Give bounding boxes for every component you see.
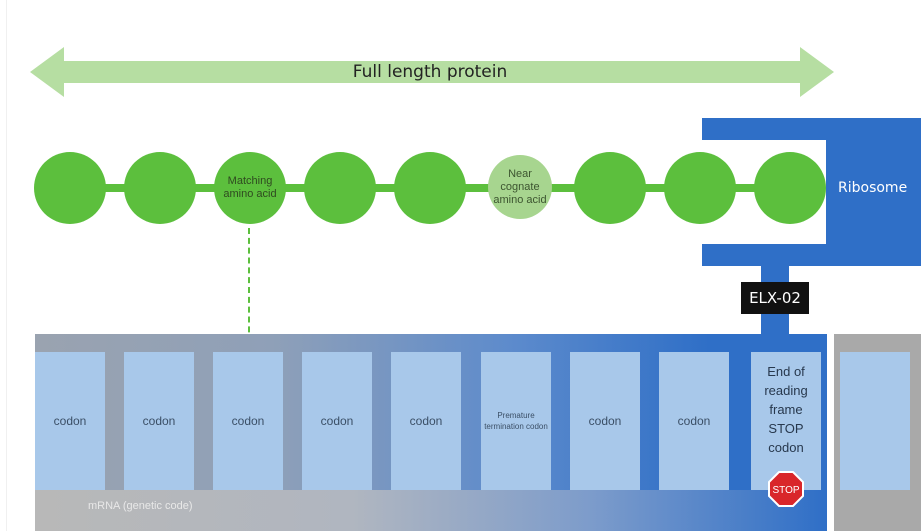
amino-acid-circle bbox=[304, 152, 376, 224]
stop-sign-text: STOP bbox=[772, 485, 799, 496]
stop-codon: End of reading frame STOP codon bbox=[751, 352, 821, 490]
pairing-dashed-line bbox=[248, 228, 250, 352]
ribosome-label: Ribosome bbox=[838, 180, 908, 196]
codon-box: codon bbox=[302, 352, 372, 490]
codon-box: codon bbox=[570, 352, 640, 490]
codon-box: codon bbox=[35, 352, 105, 490]
full-length-protein-label: Full length protein bbox=[352, 62, 508, 82]
codon-continuation bbox=[840, 352, 910, 490]
left-divider bbox=[6, 0, 7, 531]
amino-acid-circle bbox=[754, 152, 826, 224]
ribosome-bottom bbox=[702, 244, 921, 266]
codon-box: codon bbox=[124, 352, 194, 490]
ribosome-body bbox=[826, 118, 921, 266]
amino-acid-circle: Near cognate amino acid bbox=[488, 155, 552, 219]
amino-acid-circle bbox=[394, 152, 466, 224]
codon-box: codon bbox=[213, 352, 283, 490]
amino-acid-circle bbox=[664, 152, 736, 224]
codon-box: codon bbox=[659, 352, 729, 490]
stop-sign-icon: STOP bbox=[768, 471, 804, 507]
amino-acid-circle bbox=[124, 152, 196, 224]
elx-02-label: ELX-02 bbox=[741, 282, 809, 314]
full-length-arrow bbox=[30, 47, 834, 97]
amino-acid-circle: Matching amino acid bbox=[214, 152, 286, 224]
mrna-backbone bbox=[35, 490, 827, 531]
premature-termination-codon: Premature termination codon bbox=[481, 352, 551, 490]
amino-acid-circle bbox=[34, 152, 106, 224]
amino-acid-circle bbox=[574, 152, 646, 224]
mrna-label: mRNA (genetic code) bbox=[88, 500, 193, 512]
codon-box: codon bbox=[391, 352, 461, 490]
